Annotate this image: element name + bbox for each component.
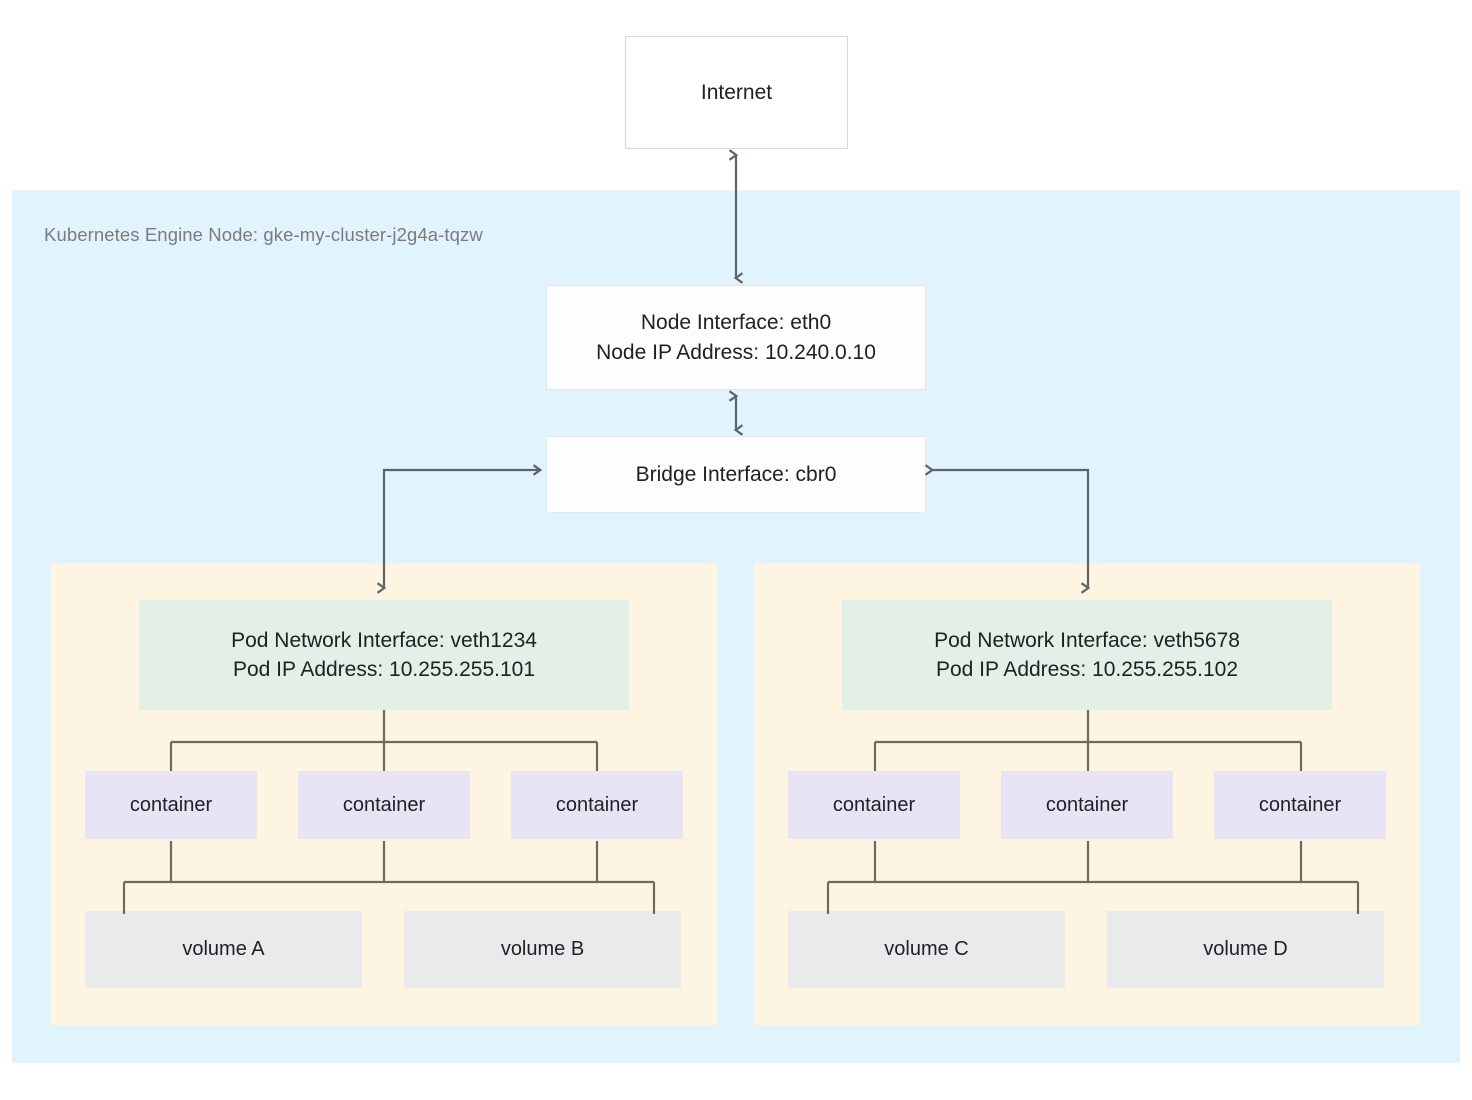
volume-label: volume D — [1203, 938, 1288, 960]
volume-a[interactable]: volume A — [85, 911, 362, 988]
node-interface-box[interactable]: Node Interface: eth0 Node IP Address: 10… — [546, 285, 926, 390]
container-2-3[interactable]: container — [1214, 771, 1386, 839]
container-1-2[interactable]: container — [298, 771, 470, 839]
container-1-1[interactable]: container — [85, 771, 257, 839]
pod-interface-name-2: Pod Network Interface: veth5678 — [934, 628, 1240, 652]
volume-label: volume A — [182, 938, 265, 960]
container-label: container — [129, 793, 213, 816]
volume-b[interactable]: volume B — [404, 911, 681, 988]
container-label: container — [555, 793, 639, 816]
volume-c[interactable]: volume C — [788, 911, 1065, 988]
kubernetes-node-label: Kubernetes Engine Node: gke-my-cluster-j… — [44, 224, 483, 245]
node-ip-address: Node IP Address: 10.240.0.10 — [596, 340, 876, 364]
volume-label: volume B — [500, 938, 585, 960]
internet-box[interactable]: Internet — [625, 36, 848, 149]
pod-group-1: Pod Network Interface: veth1234 Pod IP A… — [51, 563, 717, 1025]
internet-label: Internet — [700, 80, 773, 104]
bridge-interface-box[interactable]: Bridge Interface: cbr0 — [546, 436, 926, 513]
container-label: container — [1258, 793, 1342, 816]
node-interface-name: Node Interface: eth0 — [640, 311, 832, 335]
container-label: container — [342, 793, 426, 816]
pod-interface-name-1: Pod Network Interface: veth1234 — [231, 628, 537, 652]
volume-d[interactable]: volume D — [1107, 911, 1384, 988]
container-label: container — [1045, 793, 1129, 816]
container-1-3[interactable]: container — [511, 771, 683, 839]
bridge-interface-label: Bridge Interface: cbr0 — [635, 462, 837, 486]
pod-group-2: Pod Network Interface: veth5678 Pod IP A… — [754, 563, 1420, 1025]
pod-network-interface-2: Pod Network Interface: veth5678 Pod IP A… — [842, 600, 1332, 710]
container-label: container — [832, 793, 916, 816]
pod-ip-address-1: Pod IP Address: 10.255.255.101 — [232, 658, 536, 681]
pod-network-interface-1: Pod Network Interface: veth1234 Pod IP A… — [139, 600, 629, 710]
pod-ip-address-2: Pod IP Address: 10.255.255.102 — [935, 658, 1239, 681]
container-2-2[interactable]: container — [1001, 771, 1173, 839]
volume-label: volume C — [884, 938, 969, 960]
container-2-1[interactable]: container — [788, 771, 960, 839]
